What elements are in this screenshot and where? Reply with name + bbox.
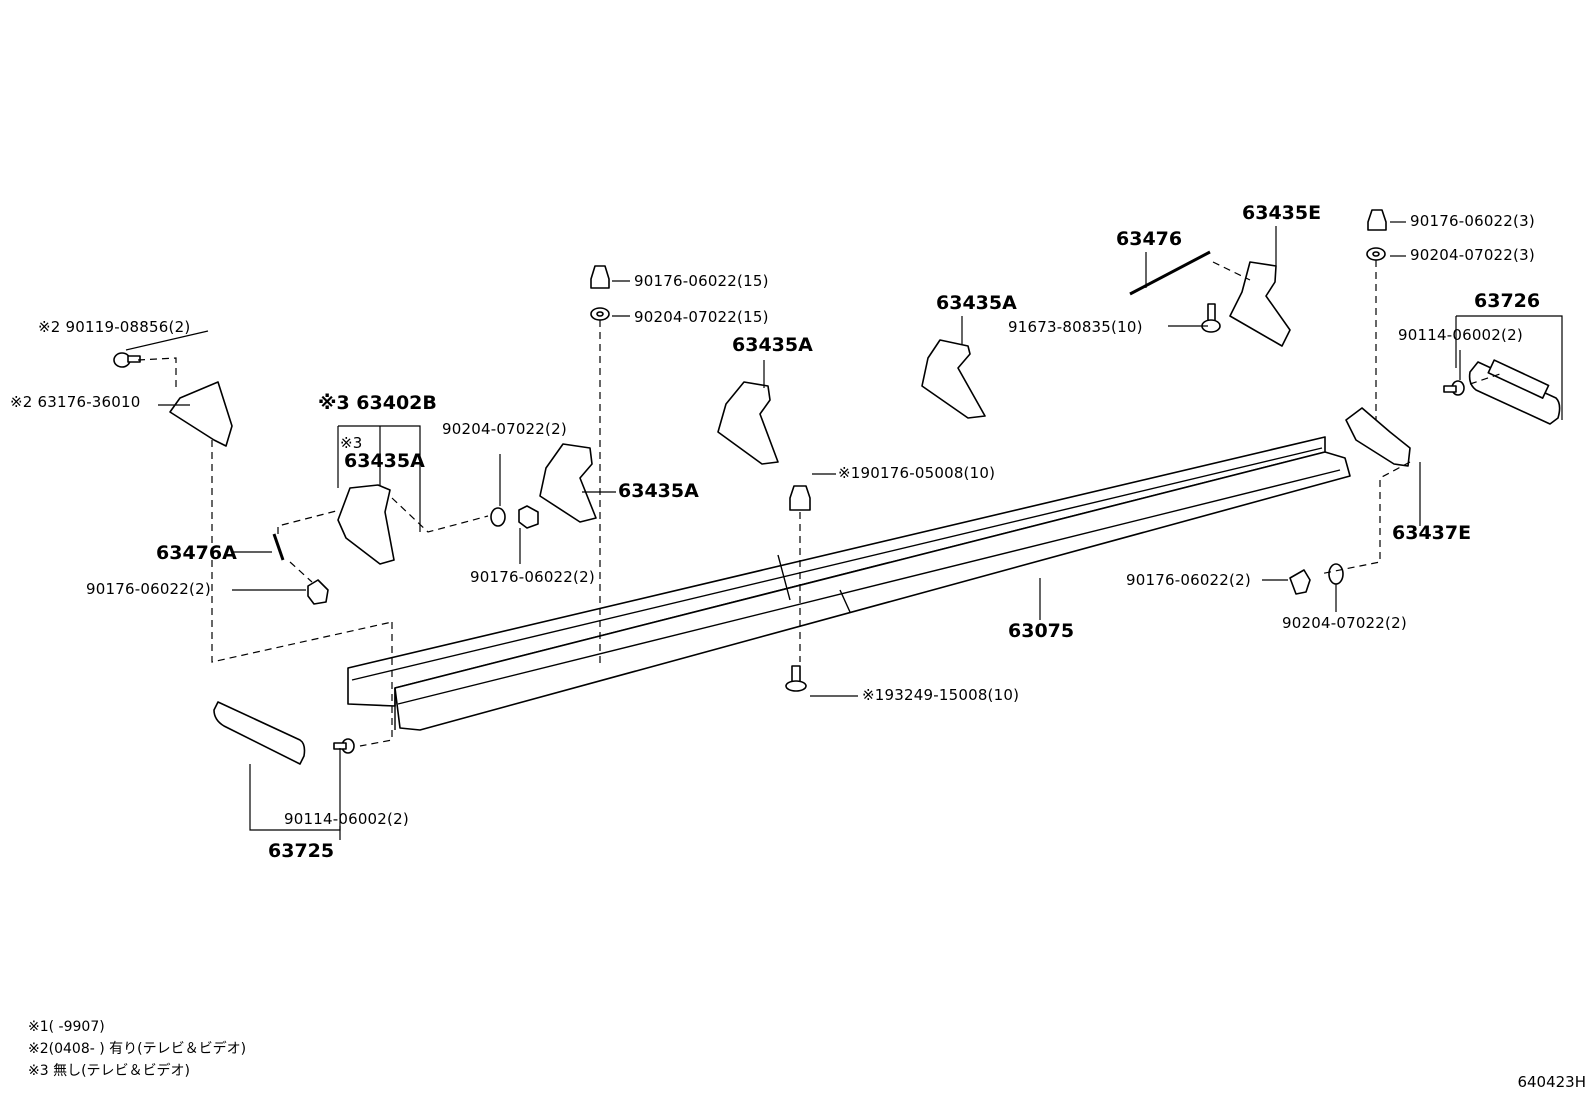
washer-90204-b [1328,563,1344,585]
nut-90176-b [518,505,539,529]
bolt-93249 [785,665,807,692]
label-90114-06002-b: 90114-06002(2) [1398,326,1523,344]
bracket-63176 [169,381,233,447]
nut-90176-a [307,579,329,605]
leader-lines [125,221,1563,840]
label-63435a-mid1: 63435A [618,480,699,502]
label-90176-06022-c: 90176-06022(2) [1126,571,1251,589]
label-63435e: 63435E [1242,202,1322,224]
label-63402b: ※3 63402B [318,392,437,414]
label-93249-15008: ※193249-15008(10) [862,686,1020,704]
screw-90114-b [1443,380,1465,396]
label-90114-06002-a: 90114-06002(2) [284,810,409,828]
label-63435a-mid2: 63435A [732,334,813,356]
label-63725: 63725 [268,840,335,862]
nut-90176-15 [590,265,610,289]
label-90176-06022-15: 90176-06022(15) [634,272,769,290]
label-90176-06022-3: 90176-06022(3) [1410,212,1535,230]
nut-90176-c [1289,569,1311,595]
end-cap-63726 [1468,359,1561,425]
washer-90204-15 [590,307,610,321]
rod-63476 [1129,250,1211,296]
label-90204-07022-15: 90204-07022(15) [634,308,769,326]
nut-90176-05008 [789,485,811,511]
washer-90204-3 [1366,247,1386,261]
label-63435a-left: 63435A [344,450,425,472]
bolt-91673 [1201,303,1221,333]
bracket-63435a-left [337,484,395,565]
bracket-63435e [1229,261,1291,347]
label-90176-06022-b: 90176-06022(2) [470,568,595,586]
label-90204-07022-3: 90204-07022(3) [1410,246,1535,264]
label-63437e: 63437E [1392,522,1472,544]
bracket-63435a-mid2 [717,381,779,465]
bracket-63435a-mid3 [921,339,986,419]
footnote-2: ※2(0408- ) 有り(テレビ＆ビデオ) [28,1041,247,1057]
footnote-3: ※3 無し(テレビ＆ビデオ) [28,1063,191,1079]
end-cap-63725 [213,701,306,765]
label-90204-07022-a: 90204-07022(2) [442,420,567,438]
bracket-63435a-mid1 [539,443,597,523]
screw-90114-a [333,738,355,754]
label-91673-80835: 91673-80835(10) [1008,318,1143,336]
label-63476: 63476 [1116,228,1183,250]
footnote-1: ※1( -9907) [28,1019,105,1035]
assembly-lines [137,260,1501,747]
label-90176-06022-a: 90176-06022(2) [86,580,211,598]
label-63176-36010: ※2 63176-36010 [10,393,141,411]
label-note3: ※3 [340,434,363,452]
bracket-63437e [1345,407,1411,467]
label-63435a-mid3: 63435A [936,292,1017,314]
label-63726: 63726 [1474,290,1541,312]
label-90119-08856: ※2 90119-08856(2) [38,318,191,336]
label-90204-07022-b: 90204-07022(2) [1282,614,1407,632]
step-panel-63075 [347,436,1351,731]
label-63075: 63075 [1008,620,1075,642]
figure-code: 640423H [1517,1073,1586,1091]
label-90176-05008: ※190176-05008(10) [838,464,996,482]
bolt-90119 [113,352,141,368]
label-63476a: 63476A [156,542,237,564]
nut-90176-3 [1367,209,1387,231]
rod-63476a [272,533,285,561]
washer-90204-a [490,507,506,527]
